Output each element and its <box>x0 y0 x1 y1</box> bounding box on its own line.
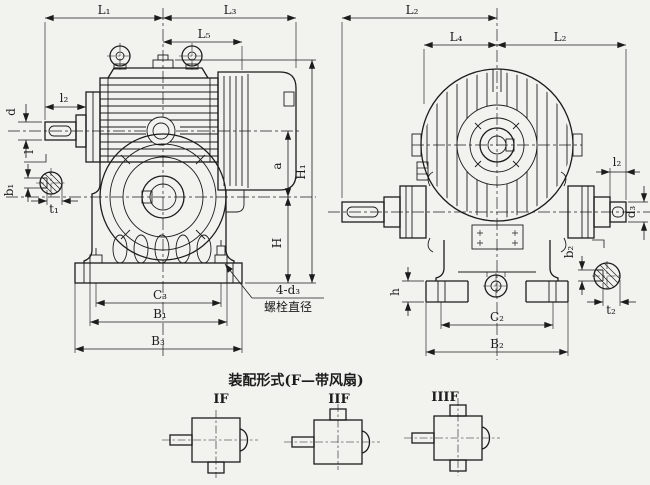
input-key-section <box>39 171 63 195</box>
assembly-forms: 装配形式(F—带风扇) IF IIF IIIF <box>162 372 500 478</box>
dim-label-L5: L₅ <box>198 27 211 41</box>
dim-label-H1: H₁ <box>294 164 308 179</box>
lifting-eyebolts <box>109 45 203 70</box>
form-label-IF: IF <box>213 392 229 407</box>
fan-cover <box>217 71 297 213</box>
dim-label-L2-top: L₂ <box>406 3 419 17</box>
dim-label-L4: L₄ <box>450 30 463 44</box>
right-view: L₂ L₄ L₂ l₂ d₃ b₂ t₂ h C₂ B₂ <box>328 3 650 360</box>
form-label-IIIF: IIIF <box>431 390 459 405</box>
dim-label-L1: L₁ <box>98 3 111 17</box>
dim-label-B3: B₃ <box>151 334 165 348</box>
output-shafts <box>341 196 627 228</box>
dim-label-L2-right: L₂ <box>554 30 567 44</box>
dim-label-B1: B₁ <box>153 307 167 321</box>
dim-label-L3: L₃ <box>224 3 237 17</box>
dim-label-h: h <box>388 288 402 296</box>
left-view: L₁ L₃ L₅ d l₂ l b₁ t₁ a H H₁ C₃ B₁ B₃ 4-… <box>2 3 324 358</box>
left-view-base <box>74 162 243 284</box>
dim-label-a: a <box>270 162 284 169</box>
right-view-dimensions <box>341 14 648 356</box>
dim-label-l: l <box>22 150 36 154</box>
worm-wheel-housing <box>99 133 227 261</box>
dim-label-l2-right: l₂ <box>613 155 622 169</box>
assembly-forms-title: 装配形式(F—带风扇) <box>227 372 363 389</box>
dim-label-C3: C₃ <box>153 288 167 302</box>
assembly-form-2: IIF <box>284 392 380 470</box>
dim-label-d3: d₃ <box>624 206 638 219</box>
form-label-IIF: IIF <box>328 392 350 407</box>
right-view-base <box>425 224 569 303</box>
assembly-form-3: IIIF <box>404 390 500 476</box>
dim-label-b1: b₁ <box>2 184 16 197</box>
bolt-callout-text: 螺栓直径 <box>264 299 312 314</box>
dim-label-b2: b₂ <box>562 246 576 259</box>
worm-housing <box>85 54 219 163</box>
assembly-form-1: IF <box>162 392 258 478</box>
dim-label-C2: C₂ <box>490 310 504 324</box>
dim-label-t1: t₁ <box>49 202 59 216</box>
dim-label-t2: t₂ <box>606 303 616 317</box>
output-key-section <box>593 262 621 290</box>
left-view-dimensions <box>18 14 324 353</box>
bolt-callout-dim: 4-d₃ <box>276 283 300 297</box>
dim-label-B2: B₂ <box>490 337 504 351</box>
input-shaft <box>44 114 87 148</box>
dim-label-l2-left: l₂ <box>60 91 69 105</box>
dim-label-H: H <box>270 238 284 248</box>
dim-label-d: d <box>4 108 18 116</box>
